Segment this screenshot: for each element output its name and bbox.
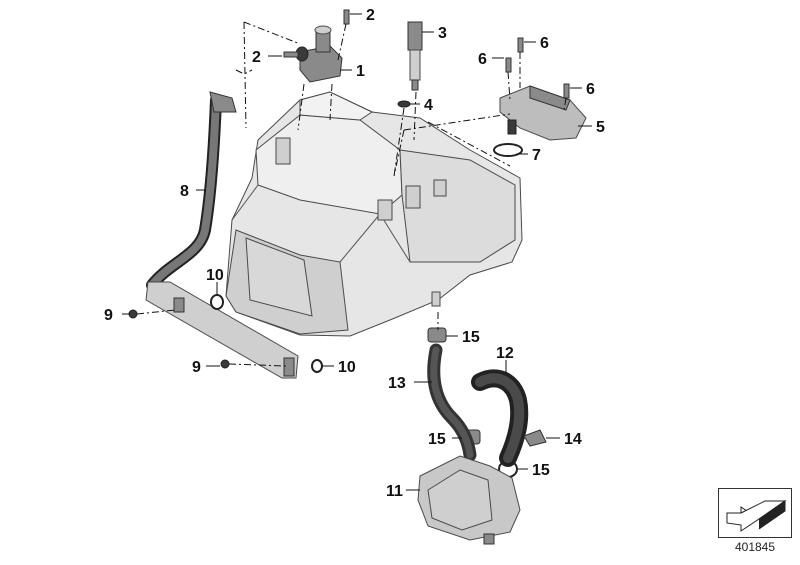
callout-5: 5: [596, 119, 605, 136]
part-1-valve: [295, 25, 343, 83]
reference-number: 401845: [734, 540, 776, 554]
housing: [225, 91, 523, 337]
callout-9-b: 9: [192, 359, 201, 376]
part-10-ring-b: [311, 359, 323, 373]
callout-15-c: 15: [532, 462, 550, 479]
callout-6-c: 6: [586, 81, 595, 98]
callout-6-b: 6: [478, 51, 487, 68]
callout-2-top: 2: [366, 7, 375, 24]
callout-14: 14: [564, 431, 582, 448]
leader-lines: [122, 13, 592, 491]
part-5-module: [499, 85, 587, 141]
callout-10-b: 10: [338, 359, 356, 376]
part-11-resonator: [417, 455, 521, 545]
reference-arrow-icon: [726, 500, 787, 532]
callout-6-a: 6: [540, 35, 549, 52]
callout-4: 4: [424, 97, 433, 114]
assembly-lines: [136, 21, 567, 367]
callout-2-left: 2: [252, 49, 261, 66]
callout-15-a: 15: [462, 329, 480, 346]
part-8-hose: [146, 91, 237, 291]
part-2-screws: [283, 9, 350, 58]
callout-labels: 1 2 2 3 4 5 6 6 6 7 8 9 9 10 10 11 12 13…: [104, 7, 605, 500]
callout-7: 7: [532, 147, 541, 164]
part-3-sensor: [407, 21, 423, 91]
part-14-clip: [523, 429, 547, 447]
callout-3: 3: [438, 25, 447, 42]
callout-8: 8: [180, 183, 189, 200]
part-10-ring-a: [210, 294, 224, 310]
part-4-washer: [397, 100, 411, 108]
callout-10-a: 10: [206, 267, 224, 284]
callout-12: 12: [496, 345, 514, 362]
callout-13: 13: [388, 375, 406, 392]
callout-11: 11: [386, 483, 403, 500]
part-7-oring: [493, 143, 523, 157]
part-6-screws: [505, 37, 570, 99]
callout-9-a: 9: [104, 307, 113, 324]
reference-icon-box: [718, 488, 792, 538]
callout-1: 1: [356, 63, 365, 80]
part-9-bracket: [128, 281, 299, 379]
callout-15-b: 15: [428, 431, 446, 448]
